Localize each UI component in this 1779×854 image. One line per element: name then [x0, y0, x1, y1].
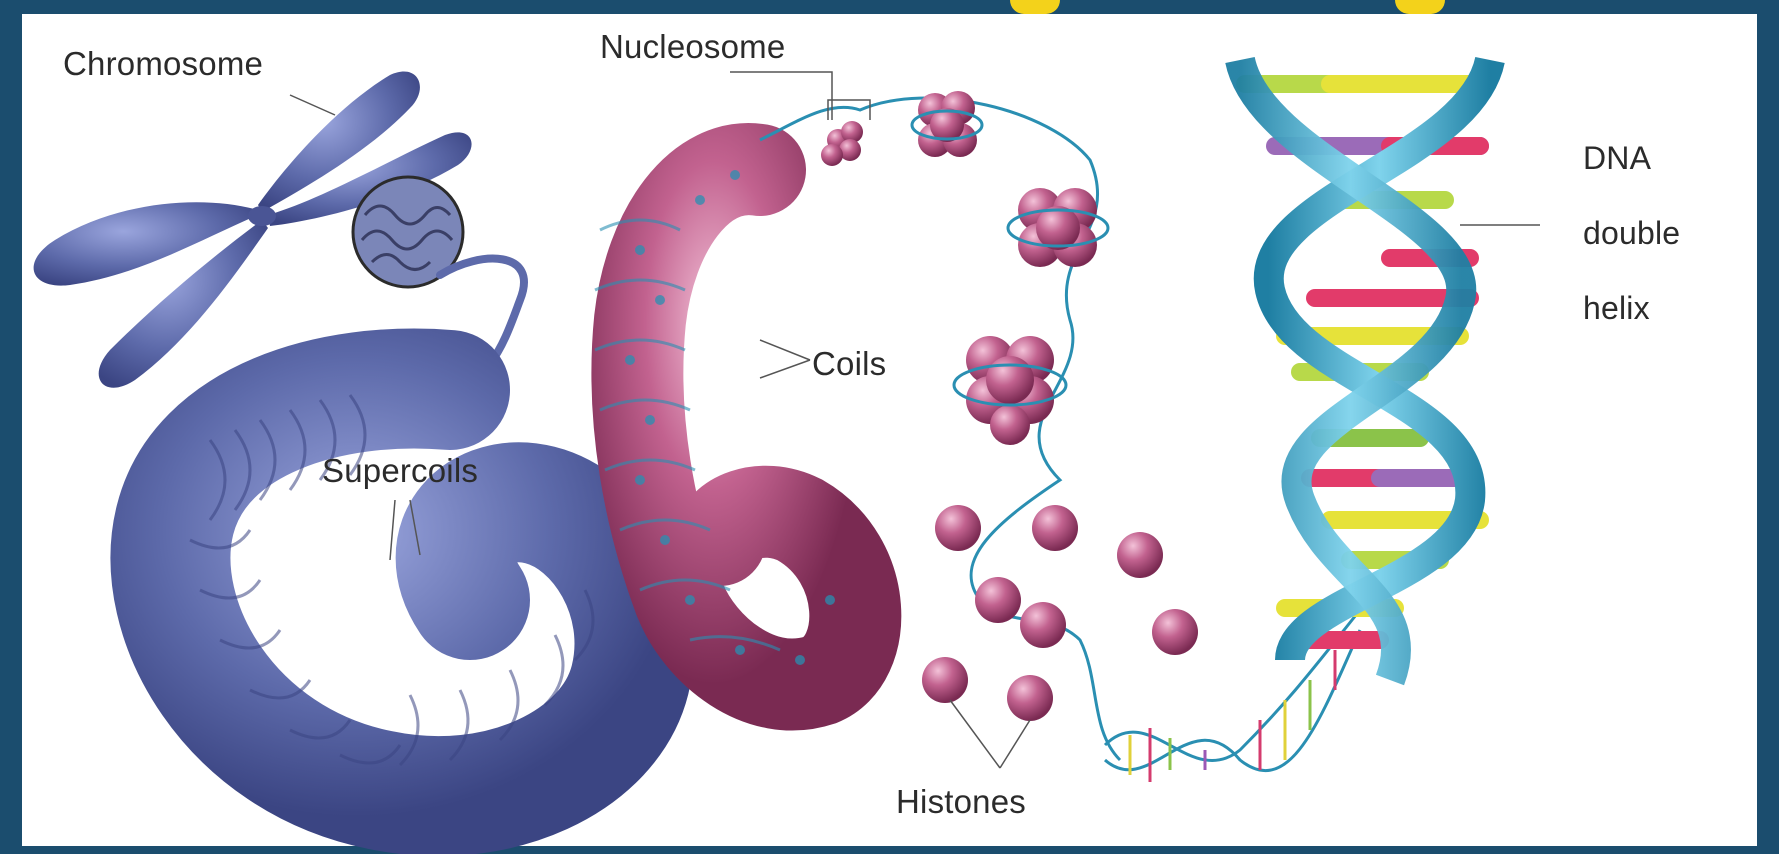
supercoil-tube	[170, 389, 634, 797]
dna-double-helix	[1240, 60, 1490, 680]
label-dna-line3: helix	[1583, 290, 1650, 327]
label-dna-line1: DNA	[1583, 140, 1651, 177]
coils-fiber	[595, 169, 855, 684]
label-chromosome: Chromosome	[63, 45, 263, 83]
label-coils: Coils	[812, 345, 886, 383]
label-supercoils: Supercoils	[322, 452, 478, 490]
label-nucleosome: Nucleosome	[600, 28, 785, 66]
nucleosome-beads	[821, 91, 1108, 445]
label-dna-line2: double	[1583, 215, 1680, 252]
free-histones	[922, 505, 1198, 721]
label-histones: Histones	[896, 783, 1026, 821]
